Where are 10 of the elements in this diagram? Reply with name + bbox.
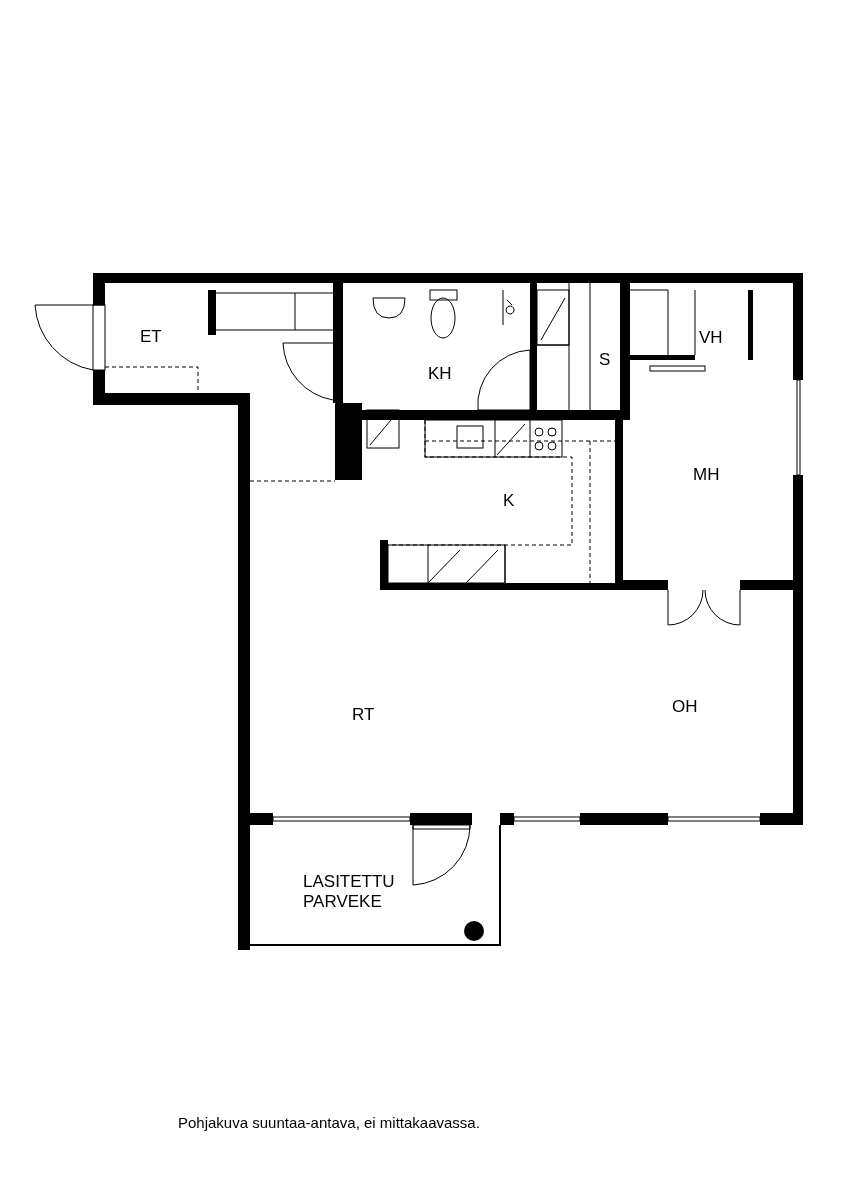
room-label: OH — [672, 697, 699, 718]
room-label: KH — [428, 364, 453, 385]
caption: Pohjakuva suuntaa-antava, ei mittakaavassa. — [178, 1114, 480, 1131]
room-label: LASITETTU PARVEKE — [303, 872, 396, 913]
room-label: VH — [699, 328, 724, 349]
room-label: S — [599, 350, 612, 371]
room-label: RT — [352, 705, 376, 726]
room-label: ET — [140, 327, 163, 348]
room-label: MH — [693, 465, 721, 486]
room-label: K — [503, 491, 516, 512]
